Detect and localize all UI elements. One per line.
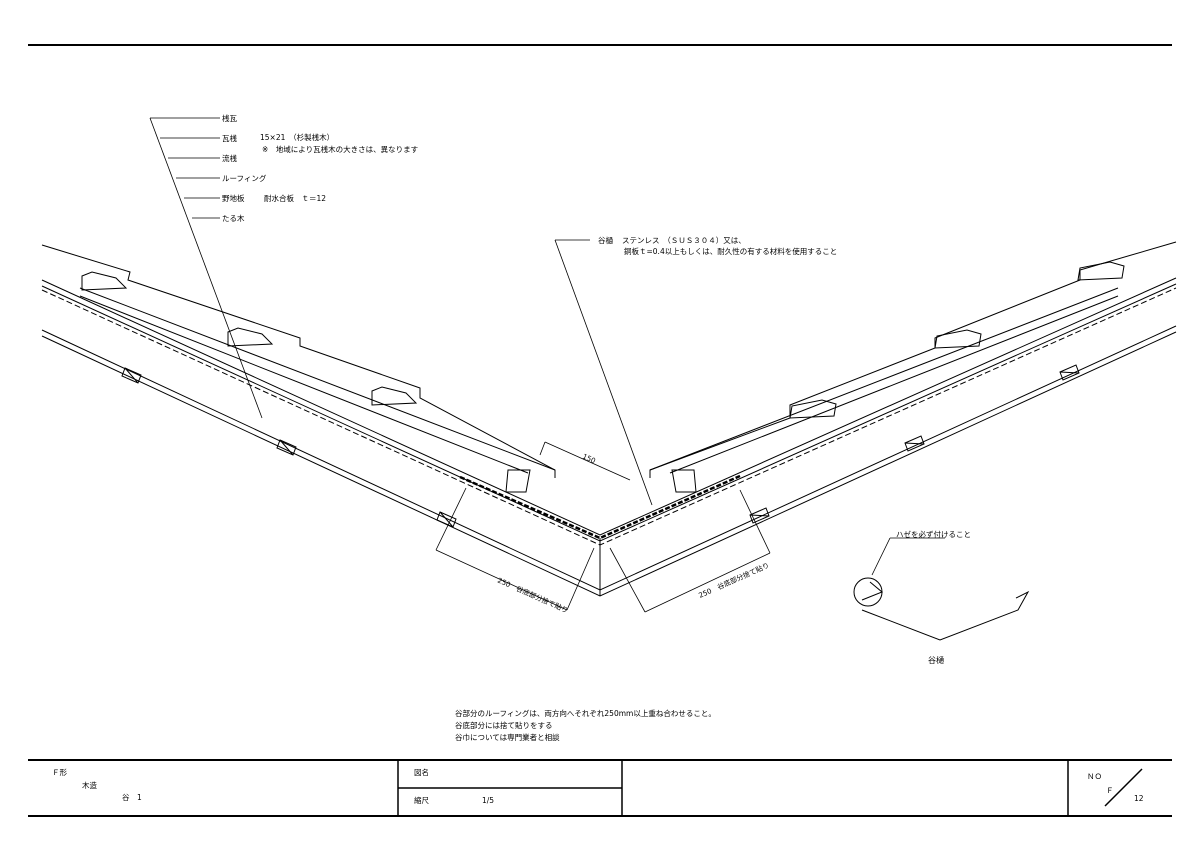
valley-gutter <box>459 474 741 540</box>
label-gutter-spec: ステンレス （ＳＵＳ３０４）又は、 <box>622 236 746 245</box>
note-1: 谷部分のルーフィングは、両方向へそれぞれ250mm以上重ね合わせること。 <box>455 708 716 718</box>
note-3: 谷巾については専門業者と相談 <box>455 732 560 742</box>
leader-lines <box>149 117 945 613</box>
sheathing-line-2 <box>41 283 1177 542</box>
tb-series: Ｆ形 <box>52 768 67 777</box>
tb-no-label: ＮＯ <box>1087 772 1102 781</box>
valley-section <box>41 241 1177 597</box>
sheet-frame <box>28 44 1172 817</box>
tb-scale: 1/5 <box>482 796 494 805</box>
label-hem-note: ハゼを必ず付けること <box>896 529 971 539</box>
sheathing-line <box>41 277 1177 536</box>
label-ridge-tile: 桟瓦 <box>222 113 237 123</box>
roofing-line <box>41 287 1177 546</box>
tile-row-left <box>41 244 556 478</box>
label-sheathing-spec: 耐水合板 ｔ＝12 <box>264 193 326 203</box>
label-batten: 瓦桟 <box>222 133 237 143</box>
label-sheathing: 野地板 <box>222 193 245 203</box>
label-counter-batten: 流桟 <box>222 153 237 163</box>
dim-250-right: 250 谷底部分捨て貼り <box>697 561 770 600</box>
label-gutter: 谷樋 <box>598 235 613 245</box>
rafter-line-2 <box>41 331 1177 597</box>
rafter-marks <box>121 364 1080 528</box>
tb-number: 12 <box>1134 794 1144 803</box>
label-batten-size: 15×21 （杉製桟木） <box>260 132 334 142</box>
labels: 桟瓦 瓦桟 15×21 （杉製桟木） ※ 地域により瓦桟木の大きさは、異なります… <box>222 113 971 665</box>
label-gutter-detail: 谷樋 <box>928 655 944 665</box>
gutter-detail <box>853 577 1030 641</box>
note-2: 谷底部分には捨て貼りをする <box>455 720 553 730</box>
tb-drawing-name-label: 図名 <box>414 767 429 777</box>
rafter-line <box>41 325 1177 591</box>
notes: 谷部分のルーフィングは、両方向へそれぞれ250mm以上重ね合わせること。 谷底部… <box>455 708 716 742</box>
label-batten-note: ※ 地域により瓦桟木の大きさは、異なります <box>262 144 418 154</box>
tb-scale-label: 縮尺 <box>414 795 429 805</box>
tb-part: 谷 1 <box>122 793 142 802</box>
tb-series-code: Ｆ <box>1106 786 1114 795</box>
tb-structure: 木造 <box>82 780 97 790</box>
tile-row-right <box>649 241 1177 478</box>
label-roofing: ルーフィング <box>222 173 267 183</box>
label-gutter-spec2: 銅板ｔ=0.4以上もしくは、耐久性の有する材料を使用すること <box>624 246 837 256</box>
title-block: Ｆ形 木造 谷 1 図名 縮尺 1/5 ＮＯ Ｆ 12 <box>52 767 1144 805</box>
dim-150: 150 <box>581 453 596 466</box>
dim-250-left: 250 谷底部分捨て貼り <box>496 576 569 615</box>
label-rafter: たる木 <box>222 213 245 223</box>
